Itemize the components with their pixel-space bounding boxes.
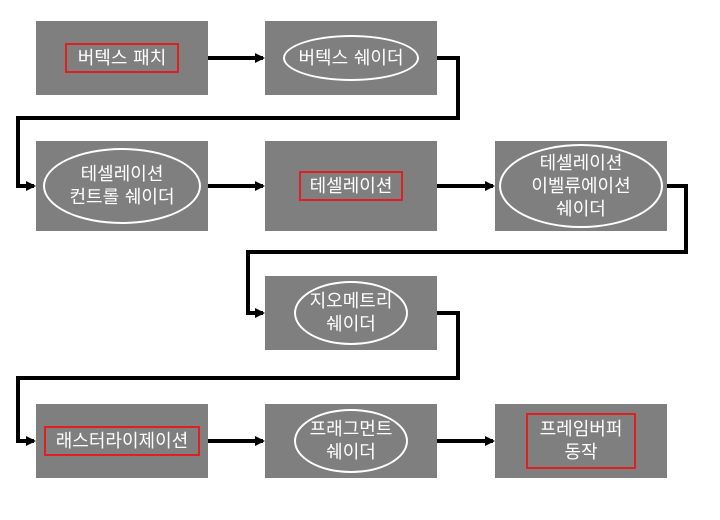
node-tess-control-shader-label: 테셀레이션 컨트롤 쉐이더 [69,164,175,208]
node-tess-eval-shader: 테셀레이션 이벨류에이션 쉐이더 [495,141,667,231]
node-tess-control-shader-ellipse: 테셀레이션 컨트롤 쉐이더 [43,148,201,224]
arrow-geometry-to-rasterization [16,311,460,446]
node-tessellation-label: 테셀레이션 [309,175,393,197]
node-geometry-shader: 지오메트리 쉐이더 [265,276,437,350]
node-tess-eval-shader-ellipse: 테셀레이션 이벨류에이션 쉐이더 [499,144,663,228]
node-vertex-patch-frame: 버텍스 패치 [65,43,179,73]
node-geometry-shader-label: 지오메트리 쉐이더 [309,291,393,335]
node-vertex-shader-ellipse: 버텍스 쉐이더 [283,35,419,81]
node-vertex-patch-label: 버텍스 패치 [77,47,167,69]
node-fragment-shader-label: 프래그먼트 쉐이더 [309,419,393,463]
node-geometry-shader-ellipse: 지오메트리 쉐이더 [294,281,408,345]
node-rasterization-label: 래스터라이제이션 [55,430,189,452]
node-vertex-shader-label: 버텍스 쉐이더 [298,47,404,69]
node-vertex-patch: 버텍스 패치 [36,21,208,95]
node-fragment-shader-ellipse: 프래그먼트 쉐이더 [294,409,408,473]
node-framebuffer-ops-frame: 프레임버퍼 동작 [526,413,636,469]
arrow-tess-eval-to-geometry [246,184,688,318]
arrow-vertex-shader-to-tess-control [16,56,460,191]
node-tess-eval-shader-label: 테셀레이션 이벨류에이션 쉐이더 [531,152,631,220]
node-vertex-shader: 버텍스 쉐이더 [265,21,437,95]
node-framebuffer-ops-label: 프레임버퍼 동작 [539,419,623,463]
node-tessellation-frame: 테셀레이션 [299,171,403,201]
node-tessellation: 테셀레이션 [265,141,437,231]
node-framebuffer-ops: 프레임버퍼 동작 [495,404,667,478]
node-rasterization-frame: 래스터라이제이션 [44,426,200,456]
node-rasterization: 래스터라이제이션 [36,404,208,478]
node-fragment-shader: 프래그먼트 쉐이더 [265,404,437,478]
node-tess-control-shader: 테셀레이션 컨트롤 쉐이더 [36,141,208,231]
